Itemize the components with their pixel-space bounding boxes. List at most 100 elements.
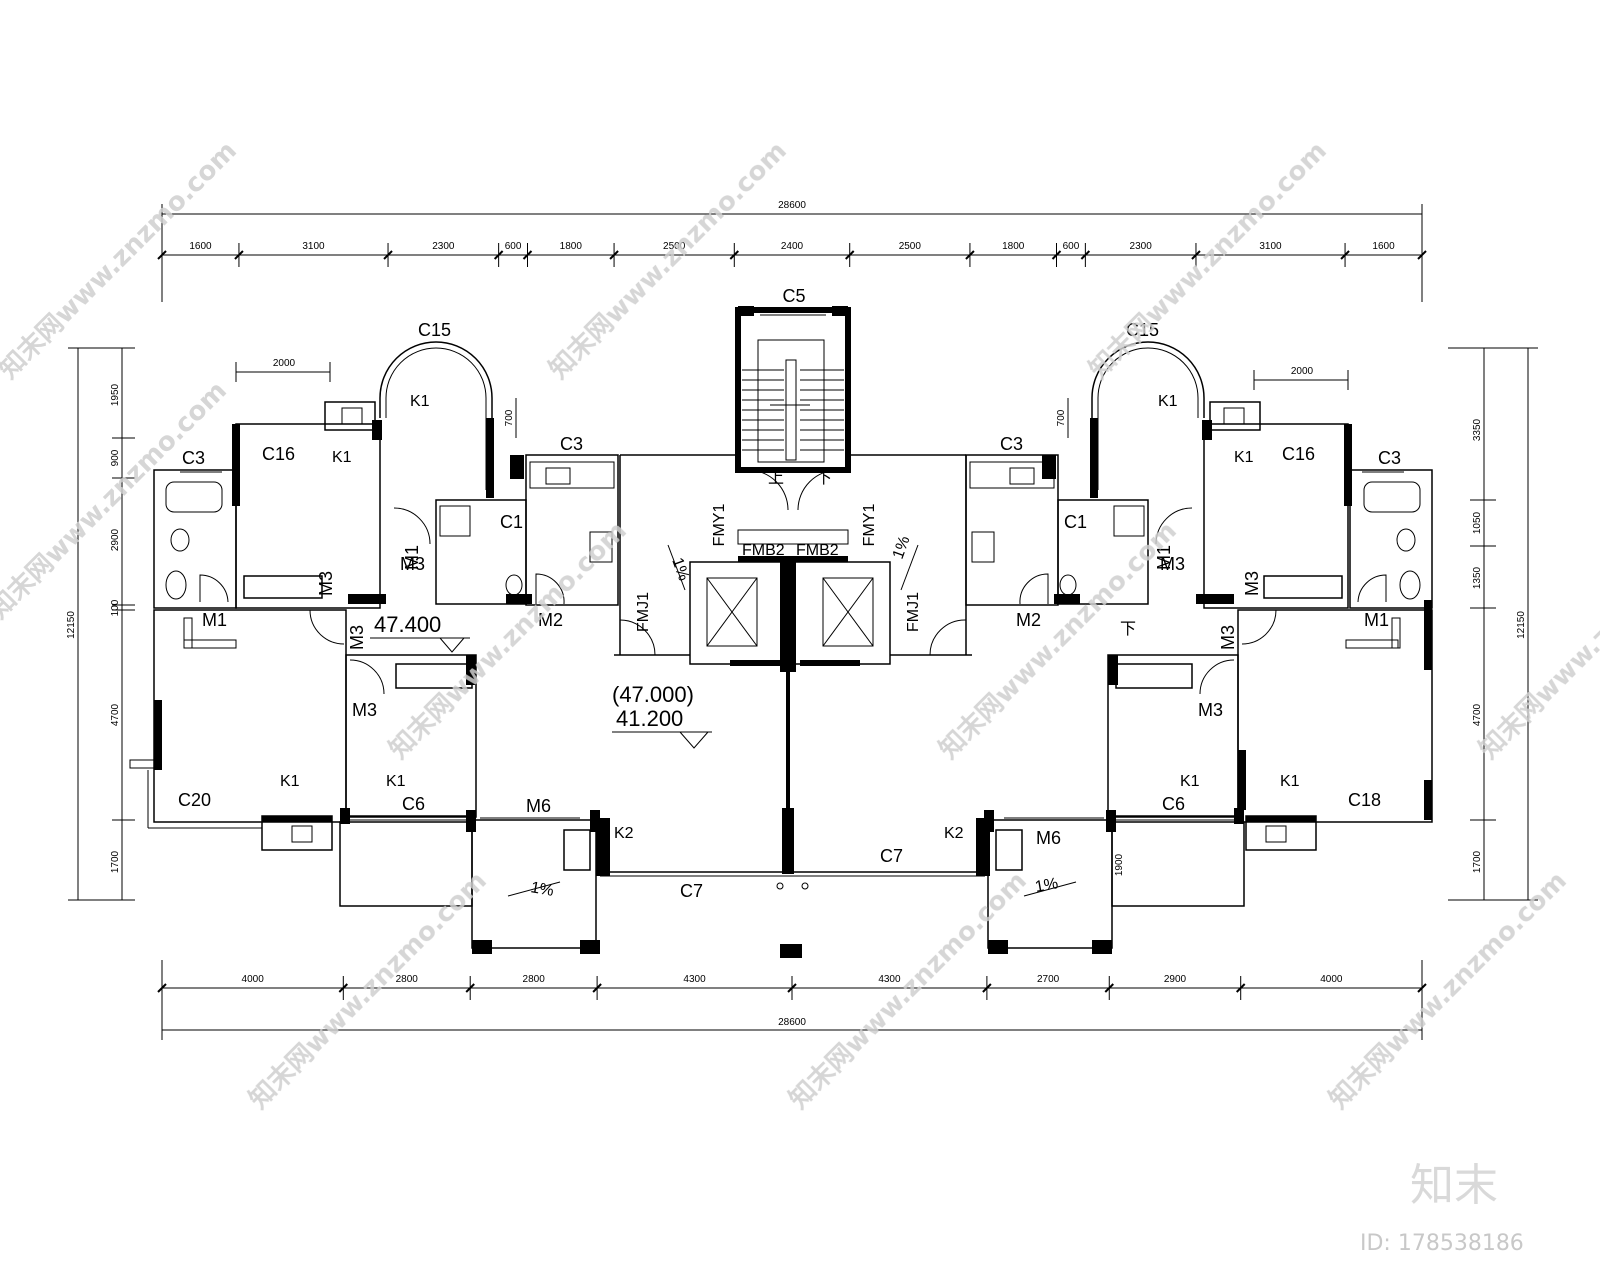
label-c6-right: C6 <box>1162 794 1185 814</box>
label-k1-rt2: K1 <box>1234 449 1254 466</box>
top-dim-label: 2300 <box>1130 241 1153 252</box>
top-dim-slash <box>1340 250 1350 260</box>
bottom-dim-label: 4300 <box>878 974 901 985</box>
label-fmy1-left: FMY1 <box>711 504 728 547</box>
top-dim-label: 3100 <box>302 241 325 252</box>
label-c3-left: C3 <box>182 448 205 468</box>
top-dim-slash <box>157 250 167 260</box>
elevator-shafts <box>689 561 891 672</box>
label-m3-rb2: M3 <box>1198 700 1223 720</box>
top-dim-slash <box>1191 250 1201 260</box>
top-dim-label: 3100 <box>1259 241 1282 252</box>
label-k2-left: K2 <box>614 825 634 842</box>
label-fmj1-right: FMJ1 <box>905 592 922 632</box>
label-fmj1-left: FMJ1 <box>635 592 652 632</box>
label-c7-right: C7 <box>880 846 903 866</box>
label-c3-right: C3 <box>1378 448 1401 468</box>
bottom-dim-label: 2800 <box>523 974 546 985</box>
bottom-dim-label: 2900 <box>1164 974 1187 985</box>
stair-core: C5 上 下 FMY1 FMY1 FMB2 FMB2 <box>711 286 878 562</box>
watermark-text-8: 知末网www.znzmo.com <box>244 866 493 1115</box>
bottom-dim-slash <box>787 983 797 993</box>
label-m1-right2: M1 <box>1154 545 1174 570</box>
bottom-dim-label: 4300 <box>683 974 706 985</box>
label-k1-lb2: K1 <box>386 773 406 790</box>
right-dim-1: 3350 <box>1472 418 1483 441</box>
top-dim-label: 2300 <box>432 241 455 252</box>
bottom-dim-slash <box>157 983 167 993</box>
bottom-dim-slash <box>1235 983 1246 993</box>
label-c18: C18 <box>1348 790 1381 810</box>
bay-depth-left: 700 <box>504 409 515 426</box>
left-total: 12150 <box>66 611 77 639</box>
top-dim-slash <box>1080 250 1091 260</box>
top-dim-label: 2400 <box>781 241 804 252</box>
top-dim-slash <box>609 250 619 260</box>
label-c3-left2: C3 <box>560 434 583 454</box>
bay-dim-right: 2000 <box>1291 366 1314 377</box>
label-m6-right: M6 <box>1036 828 1061 848</box>
slope-balcony-left: 1% <box>529 879 555 900</box>
label-fmb2-left: FMB2 <box>742 542 785 559</box>
stair-down-right-unit: 下 <box>1120 621 1136 638</box>
right-total: 12150 <box>1516 611 1527 639</box>
watermark-text-3: 知末网www.znzmo.com <box>1084 136 1333 385</box>
label-c16-left: C16 <box>262 444 295 464</box>
total-width-top: 28600 <box>778 200 806 211</box>
top-dim-slash <box>1417 250 1427 260</box>
south-facade: C7 C7 <box>596 818 990 958</box>
top-dim-label: 600 <box>1063 241 1080 252</box>
label-c5: C5 <box>782 286 805 306</box>
label-c1-right: C1 <box>1064 512 1087 532</box>
label-m1-left1: M1 <box>202 610 227 630</box>
label-k1-lt2: K1 <box>332 449 352 466</box>
watermark-text-10: 知末网www.znzmo.com <box>1324 866 1573 1115</box>
balcony-depth-right: 1900 <box>1114 853 1125 876</box>
slope-center-right: 1% <box>890 534 914 562</box>
right-apartment-unit: C15 700 2000 K1 K1 C16 M3 C3 M1 C18 <box>944 320 1433 954</box>
top-dim-slash <box>845 250 855 260</box>
left-dim-2: 900 <box>110 449 121 466</box>
label-k1-rb2: K1 <box>1280 773 1300 790</box>
top-dim-label: 600 <box>505 241 522 252</box>
label-k1-lb1: K1 <box>280 773 300 790</box>
top-dim-slash <box>965 250 975 260</box>
top-dim-label: 2500 <box>899 241 922 252</box>
label-c15-left: C15 <box>418 320 451 340</box>
label-c3-right2: C3 <box>1000 434 1023 454</box>
bay-dim-left: 2000 <box>273 358 296 369</box>
bottom-dim-slash <box>465 983 475 993</box>
brand-logo-text: 知末 <box>1410 1160 1498 1211</box>
label-k1-lt1: K1 <box>410 393 430 410</box>
total-width-bottom: 28600 <box>778 1017 806 1028</box>
label-m2-right: M2 <box>1016 610 1041 630</box>
right-dim-3: 1350 <box>1472 566 1483 589</box>
label-m3-lb1: M3 <box>316 571 336 596</box>
left-dim-5: 4700 <box>110 703 121 726</box>
label-fmb2-right: FMB2 <box>796 542 839 559</box>
elevation-left: 47.400 <box>374 612 441 637</box>
bottom-dim-slash <box>338 983 349 993</box>
left-dim-4: 100 <box>110 599 121 616</box>
top-dim-slash <box>522 250 533 260</box>
label-c1-left: C1 <box>500 512 523 532</box>
label-c7-left: C7 <box>680 881 703 901</box>
label-m3-rb3: M3 <box>1218 625 1238 650</box>
top-dim-label: 1600 <box>1372 241 1395 252</box>
bottom-dim-slash <box>982 983 992 993</box>
elevation-main-paren: (47.000) <box>612 682 694 707</box>
label-m1-right1: M1 <box>1364 610 1389 630</box>
label-m3-lb3: M3 <box>347 625 367 650</box>
label-k1-rb1: K1 <box>1180 773 1200 790</box>
top-dim-label: 1600 <box>189 241 212 252</box>
bay-depth-right: 700 <box>1056 409 1067 426</box>
top-dim-label: 2500 <box>663 241 686 252</box>
bottom-dim-slash <box>1104 983 1114 993</box>
left-dim-1: 1950 <box>110 383 121 406</box>
label-c16-right: C16 <box>1282 444 1315 464</box>
label-m2-left: M2 <box>538 610 563 630</box>
